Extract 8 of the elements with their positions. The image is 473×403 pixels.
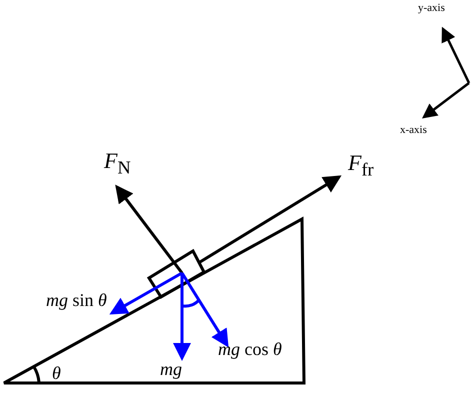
force-label: mg cos θ — [218, 340, 282, 358]
axis-label: y-axis — [418, 3, 445, 14]
force-label: F$_{fr}$ — [348, 152, 374, 179]
force-label: mg — [160, 360, 182, 378]
force-label: F$_{N}$ — [104, 150, 131, 177]
angle-label: θ — [52, 364, 61, 382]
axis-label: x-axis — [400, 125, 427, 136]
force-label: mg sin θ — [46, 291, 107, 309]
